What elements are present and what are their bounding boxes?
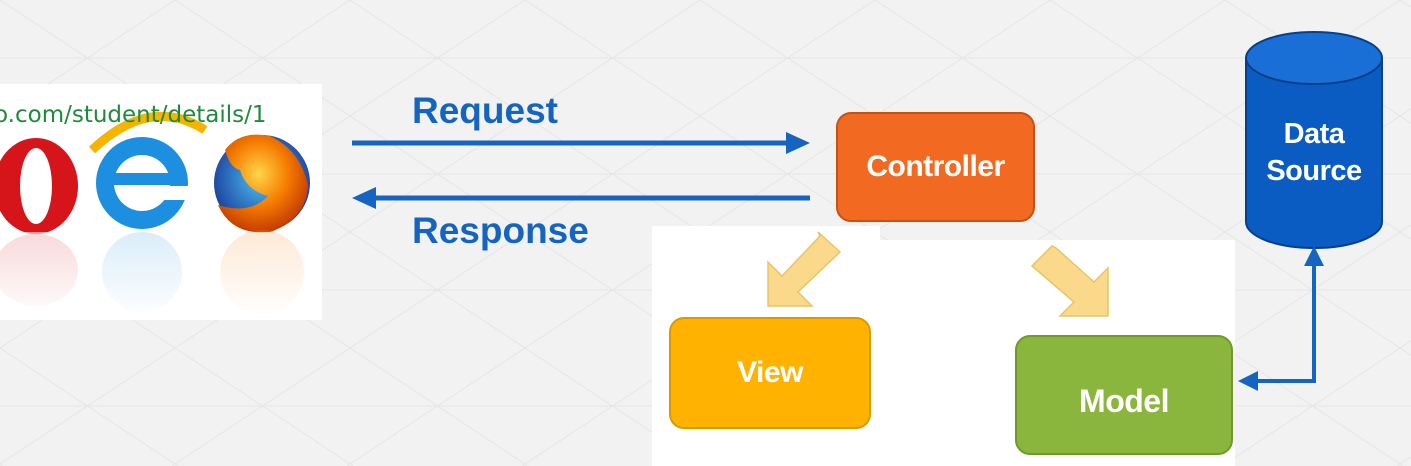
- view-box: View: [670, 318, 870, 428]
- request-arrow: [352, 132, 810, 154]
- controller-box-shape: [836, 112, 1035, 222]
- view-box-shape: [669, 317, 871, 429]
- response-label: Response: [412, 210, 589, 251]
- controller-to-model-arrow: [1030, 245, 1109, 317]
- response-arrow: [352, 187, 810, 209]
- opera-logo-icon: [0, 138, 78, 234]
- reflection-fade: [0, 232, 322, 320]
- firefox-logo-icon: [214, 134, 310, 233]
- data-source-cylinder: [1245, 31, 1383, 249]
- data-source-label-line2: Source: [1266, 155, 1362, 187]
- controller-to-view-arrow: [767, 231, 842, 307]
- data-source-label-line1: Data: [1283, 118, 1345, 150]
- request-label: Request: [412, 90, 558, 131]
- controller-box: Controller: [837, 113, 1034, 221]
- model-datasource-connector: [1238, 246, 1324, 391]
- model-box: Model: [1016, 342, 1232, 460]
- controller-label: Controller: [866, 150, 1005, 183]
- view-label: View: [737, 356, 803, 389]
- internet-explorer-logo-icon: [88, 111, 208, 229]
- browser-url: o.com/student/details/1: [0, 102, 267, 128]
- data-source-label: Data Source: [1246, 116, 1382, 190]
- model-label: Model: [1079, 382, 1169, 419]
- model-box-shape: [1015, 335, 1233, 455]
